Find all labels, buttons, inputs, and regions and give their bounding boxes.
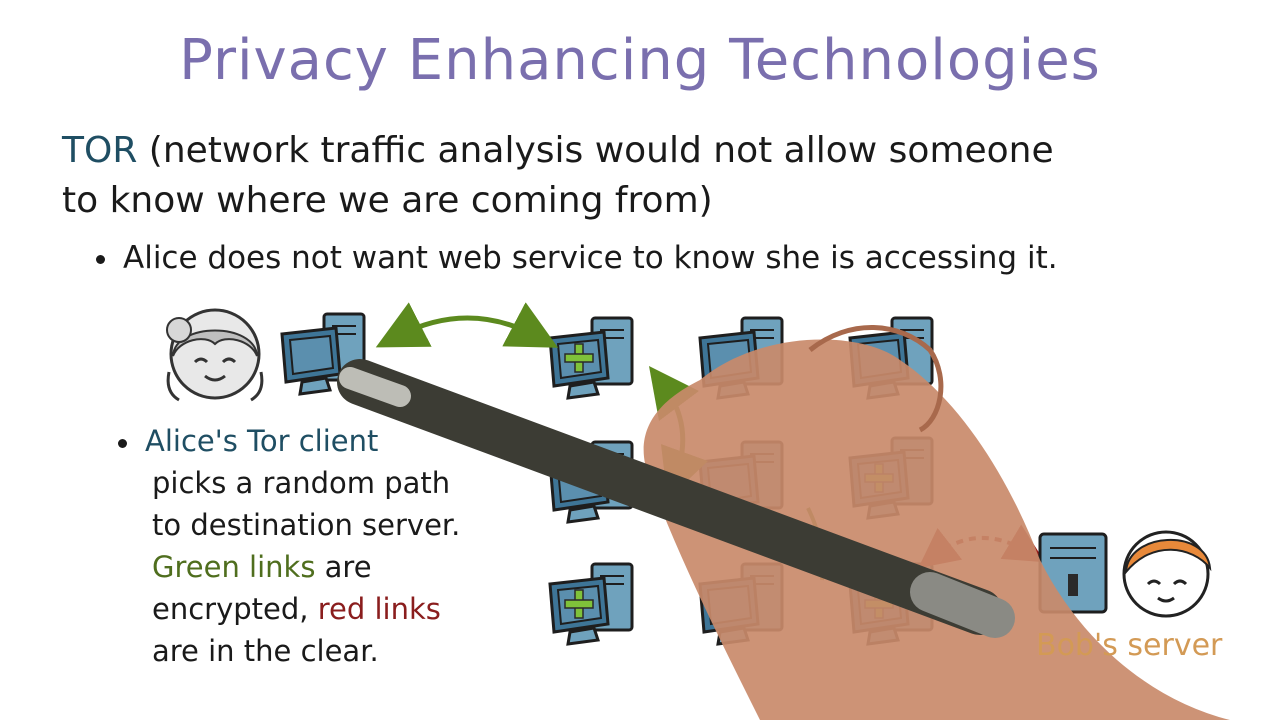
green-link-arrow — [808, 508, 823, 580]
computer-icon — [850, 318, 932, 398]
tor-client-label: Alice's Tor client — [145, 424, 378, 458]
explanation-text: encrypted, — [152, 592, 318, 626]
computer-icon — [700, 564, 782, 644]
tor-node-icon — [550, 564, 632, 644]
red-links-label: red links — [318, 592, 441, 626]
green-links-label: Green links — [152, 550, 315, 584]
tor-node-icon — [850, 438, 932, 518]
explanation-line: Green links are — [152, 546, 518, 588]
explanation-text: are — [315, 550, 371, 584]
alice-computer-icon — [282, 314, 364, 394]
computer-icon — [700, 318, 782, 398]
green-link-arrow — [398, 318, 536, 336]
computer-icon — [550, 442, 632, 522]
red-link-arrow — [934, 538, 1028, 556]
green-link-arrow — [664, 386, 683, 476]
explanation-line: are in the clear. — [152, 630, 518, 672]
explanation-line: encrypted, red links — [152, 588, 518, 630]
bob-server-label: Bob's server — [1036, 628, 1222, 663]
server-icon — [1040, 534, 1106, 612]
explanation-line: picks a random path — [152, 462, 518, 504]
bob-avatar-icon — [1124, 532, 1210, 616]
explanation-line: to destination server. — [152, 504, 518, 546]
computer-icon — [700, 442, 782, 522]
tor-node-icon — [850, 564, 932, 644]
tor-node-icon — [550, 318, 632, 398]
alice-avatar-icon — [167, 310, 262, 400]
bullet-dot — [118, 439, 127, 448]
tor-client-explanation: Alice's Tor client picks a random path t… — [118, 420, 518, 672]
